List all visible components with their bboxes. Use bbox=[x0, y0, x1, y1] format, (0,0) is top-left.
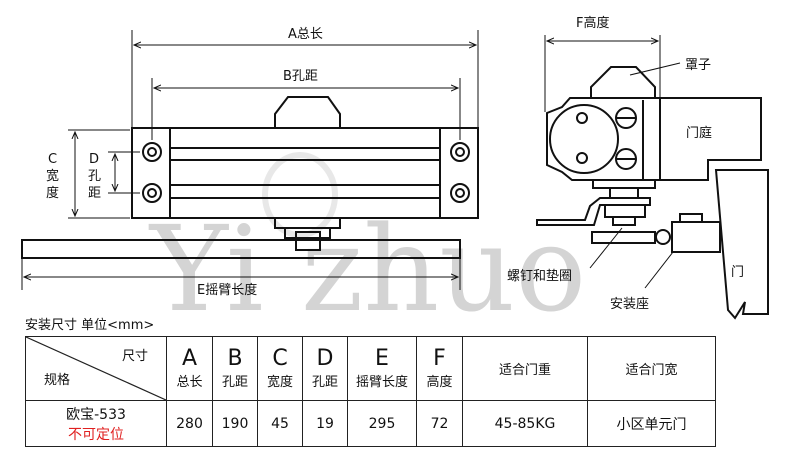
dimension-d-label-3: 距 bbox=[88, 186, 101, 201]
dimension-e-label: E摇臂长度 bbox=[197, 282, 257, 298]
frame-label: 门庭 bbox=[686, 125, 712, 141]
dimension-b-label: B孔距 bbox=[283, 69, 318, 84]
dimension-d-label-2: 孔 bbox=[88, 169, 101, 184]
header-door-weight: 适合门重 bbox=[462, 336, 588, 401]
corner-bottom-label: 规格 bbox=[44, 373, 71, 388]
swing-arm bbox=[21, 239, 461, 259]
value-b: 190 bbox=[212, 400, 258, 447]
value-door-width: 小区单元门 bbox=[587, 400, 716, 447]
value-c: 45 bbox=[257, 400, 303, 447]
mount-seat-label: 安装座 bbox=[610, 297, 649, 312]
closer-side-body bbox=[546, 97, 661, 181]
front-view bbox=[21, 30, 479, 290]
screw-washer-label: 螺钉和垫圈 bbox=[507, 268, 572, 284]
dimension-d-label-1: D bbox=[89, 152, 99, 167]
cover-label: 罩子 bbox=[685, 58, 711, 73]
cover-cap bbox=[590, 66, 656, 98]
watermark-logo bbox=[262, 152, 338, 238]
corner-cell: 尺寸 规格 bbox=[25, 336, 167, 401]
side-view bbox=[536, 35, 769, 320]
door-frame bbox=[660, 97, 762, 181]
dimension-c-label-2: 宽 bbox=[46, 168, 59, 184]
mount-bracket bbox=[536, 197, 651, 226]
door-label: 门 bbox=[731, 265, 744, 280]
model-note: 不可定位 bbox=[68, 426, 124, 443]
value-door-weight: 45-85KG bbox=[462, 400, 588, 447]
header-door-width: 适合门宽 bbox=[587, 336, 716, 401]
dimension-c-label-3: 度 bbox=[46, 185, 59, 201]
value-d: 19 bbox=[302, 400, 348, 447]
dimension-a-label: A总长 bbox=[288, 27, 323, 42]
dimension-c-label-1: C bbox=[48, 152, 57, 167]
dimension-f-label: F高度 bbox=[576, 15, 609, 31]
value-e: 295 bbox=[347, 400, 417, 447]
watermark: Yi zhuo bbox=[148, 200, 586, 338]
corner-top-label: 尺寸 bbox=[121, 349, 148, 364]
cover-cap bbox=[274, 96, 341, 128]
value-a: 280 bbox=[166, 400, 213, 447]
door bbox=[714, 169, 769, 320]
table-caption: 安装尺寸 单位<mm> bbox=[25, 318, 155, 333]
value-f: 72 bbox=[416, 400, 463, 447]
